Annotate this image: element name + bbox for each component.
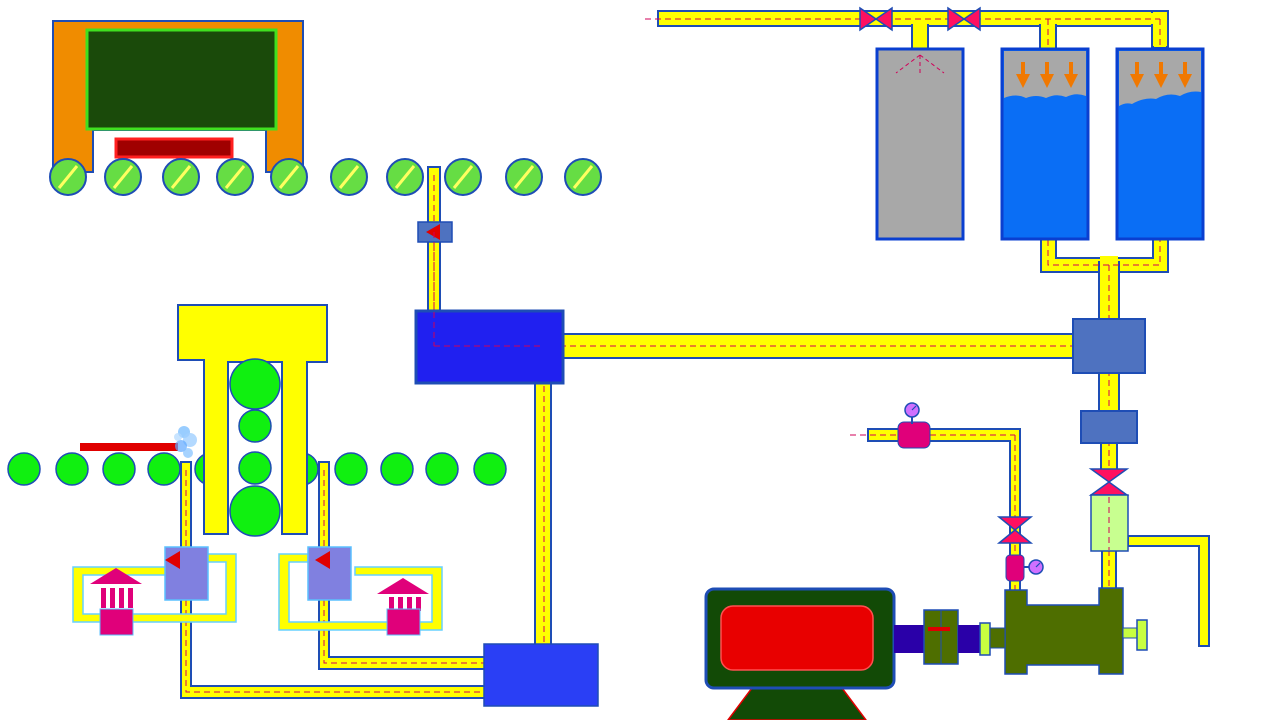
roller [104, 158, 142, 196]
pump-casing [1004, 587, 1124, 675]
spray-arrow-icon [1178, 62, 1192, 88]
heating-furnace [52, 20, 304, 173]
flow-meter-box [1080, 410, 1138, 444]
valve-icon [947, 6, 981, 32]
lower-roller-table [7, 452, 507, 486]
backup-roll-bottom [238, 451, 272, 485]
roller [386, 158, 424, 196]
spray-nozzle-icon [90, 568, 142, 636]
valve-icon [996, 516, 1034, 544]
valve-icon [859, 6, 893, 32]
top-header-pipe [645, 10, 1169, 50]
roller [380, 452, 414, 486]
roller [425, 452, 459, 486]
valve-icon [1088, 468, 1130, 496]
spray-arrow-icon [1040, 62, 1054, 88]
water-tanks [875, 47, 1205, 241]
roller [55, 452, 89, 486]
valve-block-left [164, 546, 209, 601]
roller [102, 452, 136, 486]
roller [49, 158, 87, 196]
work-roll-top [229, 358, 281, 410]
downcomer-pipe [534, 346, 552, 692]
spray-header [80, 426, 197, 458]
roller [147, 452, 181, 486]
backup-roll-top [238, 409, 272, 443]
junction-box [1072, 318, 1146, 374]
control-boxes [414, 221, 1146, 707]
pressure-valve [897, 421, 931, 449]
mill-stand [177, 304, 328, 537]
drive-shaft [894, 625, 924, 653]
roller [162, 158, 200, 196]
collection-box [483, 643, 599, 707]
motor-base [727, 687, 867, 720]
pump-motor-unit [704, 587, 1148, 720]
upper-roller-table [49, 158, 602, 196]
tank-outlet-manifold [1040, 237, 1169, 330]
gauge-icon [1024, 559, 1044, 575]
pressure-valve [1005, 554, 1025, 582]
spray-arrow-icon [1016, 62, 1030, 88]
gauge-icon [904, 402, 920, 424]
roller [473, 452, 507, 486]
water-spray [174, 426, 197, 458]
flow-arrow-icon [165, 551, 180, 569]
gauges [904, 402, 1044, 575]
spray-nozzle-icon [377, 578, 429, 636]
roller [444, 158, 482, 196]
spray-arrows [1016, 62, 1192, 88]
roller [330, 158, 368, 196]
nozzle-assemblies [90, 546, 429, 636]
valves [859, 6, 1130, 582]
tank-empty [875, 47, 965, 241]
flow-arrow-icon [426, 224, 440, 240]
roller [564, 158, 602, 196]
spray-arrow-icon [1130, 62, 1144, 88]
heater-bar [114, 137, 234, 159]
roller [505, 158, 543, 196]
spray-arrow-icon [1154, 62, 1168, 88]
flow-arrow-icon [315, 551, 330, 569]
roller [334, 452, 368, 486]
furnace-chamber [85, 28, 278, 131]
work-roll-bottom [229, 485, 281, 537]
cooling-loop-left [72, 553, 237, 623]
roller [7, 452, 41, 486]
main-distribution-box [414, 309, 565, 385]
motor-core [720, 605, 874, 671]
spray-arrow-icon [1064, 62, 1078, 88]
roller [216, 158, 254, 196]
roller [270, 158, 308, 196]
